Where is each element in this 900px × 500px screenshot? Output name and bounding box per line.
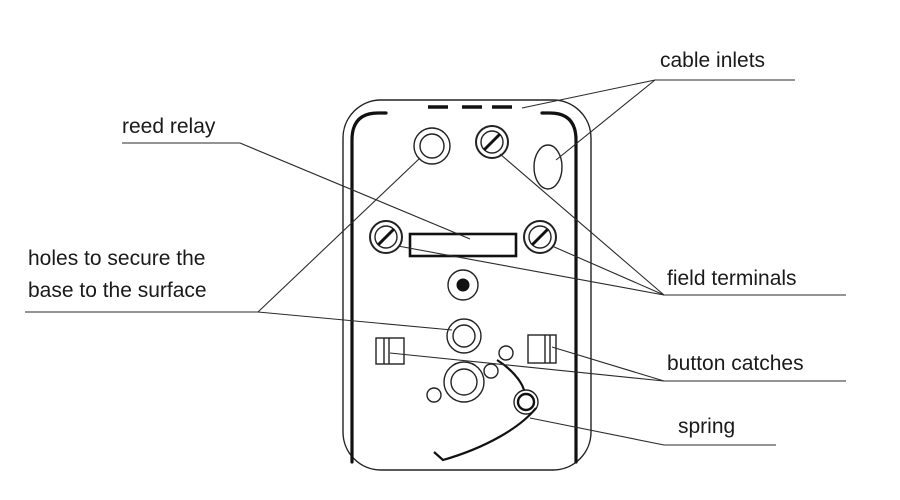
- button-catch-left: [375, 337, 405, 365]
- cable-inlets-leader: [555, 79, 656, 161]
- spring-label: spring: [678, 415, 735, 438]
- field-terminal-right: [523, 220, 557, 254]
- left-rail: [350, 111, 388, 464]
- spring-leader: [529, 417, 665, 446]
- reed-relay-leader: [239, 142, 471, 240]
- spring-arm-upper: [496, 359, 526, 391]
- field-terminals-leader: [397, 245, 665, 296]
- holes-leader: [257, 311, 453, 331]
- right-rail: [540, 111, 578, 464]
- field-terminals-leader: [499, 153, 665, 296]
- labels: cable inlets reed relay holes to secure …: [28, 49, 804, 438]
- reed-relay-body: [408, 232, 518, 258]
- center-hole: [446, 318, 482, 354]
- spring-arm-lower: [433, 407, 537, 462]
- cable-inlet-oval: [533, 144, 563, 190]
- bottom-large-hole: [443, 361, 485, 403]
- button-catches-leader: [389, 352, 665, 382]
- base-plate: [342, 99, 592, 471]
- leader-lines: [25, 79, 846, 446]
- base-outline: [342, 99, 592, 471]
- holes-label-line2: base to the surface: [28, 279, 207, 302]
- button-catches-leader: [551, 346, 665, 382]
- button-catch-right: [527, 334, 557, 364]
- small-holes: [426, 345, 514, 403]
- spring-coil: [433, 359, 539, 462]
- cable-inlets-leader: [521, 79, 656, 109]
- holes-leader: [257, 157, 421, 313]
- reed-relay-label: reed relay: [122, 115, 216, 138]
- top-left-hole: [413, 127, 451, 165]
- button-catches-label: button catches: [667, 352, 804, 375]
- cable-inlets-label: cable inlets: [660, 49, 765, 72]
- field-terminal-left: [369, 220, 403, 254]
- field-terminals-label: field terminals: [667, 267, 797, 290]
- field-terminals-leader: [551, 245, 665, 296]
- field-terminal-top: [475, 125, 509, 159]
- center-post: [447, 269, 479, 301]
- holes-label-line1: holes to secure the: [28, 247, 205, 270]
